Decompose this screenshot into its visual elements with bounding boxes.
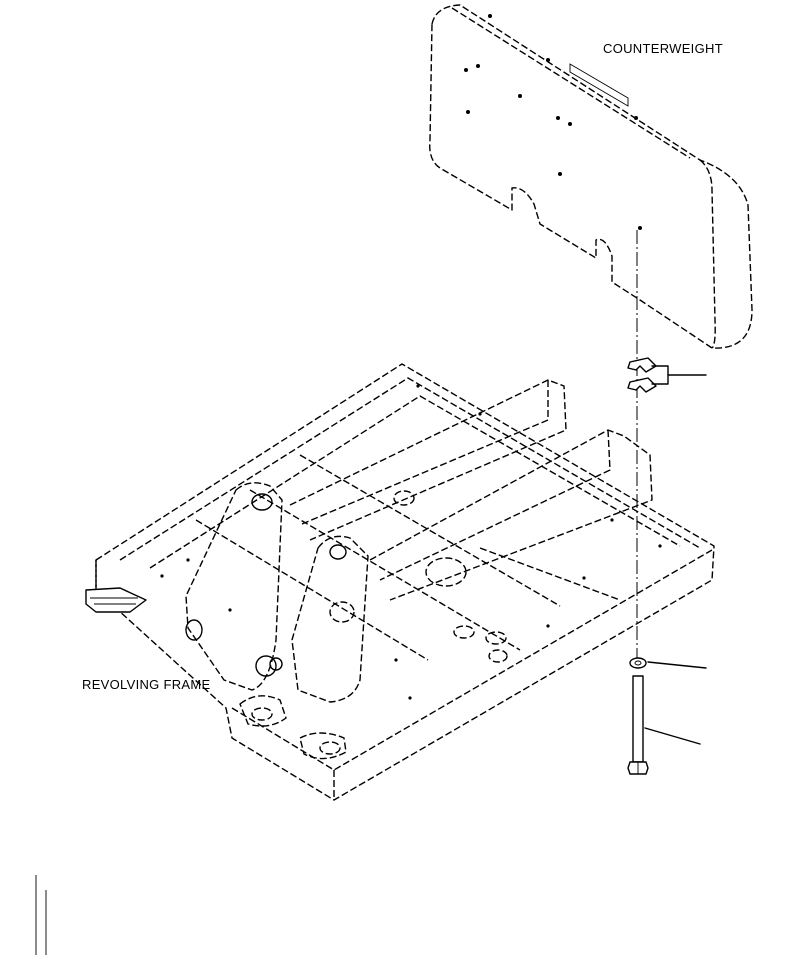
counterweight-label: COUNTERWEIGHT [603, 41, 723, 56]
washer-leader-line [647, 661, 707, 669]
shim-leader-line [651, 365, 707, 385]
counterweight-part [429, 4, 753, 349]
bolt-leader-line [644, 727, 701, 745]
washer-part [629, 657, 647, 669]
bolt-part [627, 675, 649, 775]
shim-parts [627, 357, 657, 393]
revolving-frame-part [85, 363, 715, 801]
corner-marks [35, 875, 47, 955]
revolving-frame-label: REVOLVING FRAME [82, 677, 211, 692]
